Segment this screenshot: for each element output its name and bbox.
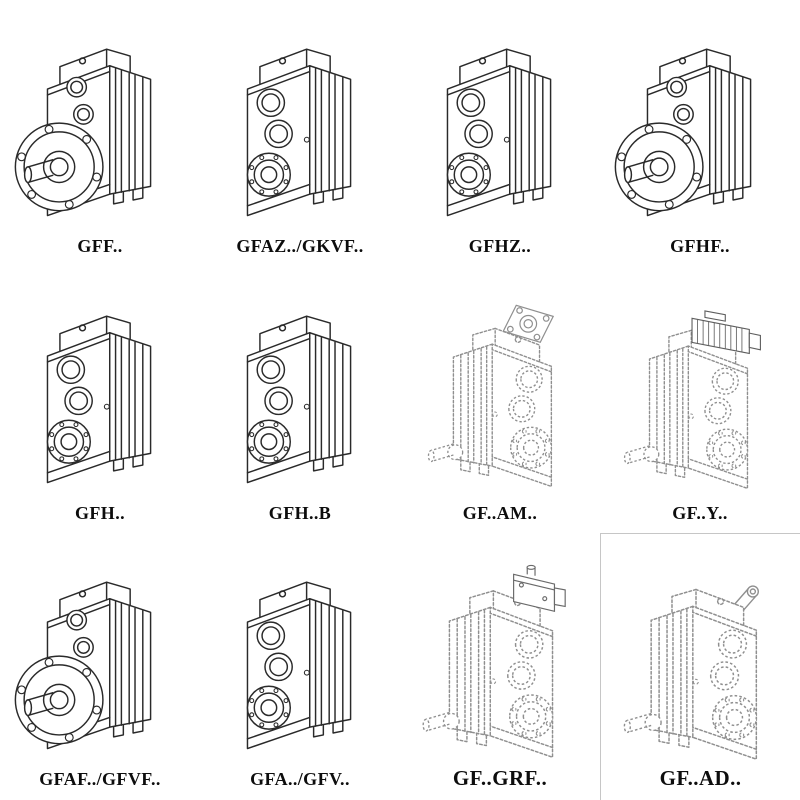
hollow-shaft-gearbox-drawing (212, 554, 388, 768)
flange-output-gearbox-drawing (12, 554, 188, 768)
model-label: GFAF../GFVF.. (39, 769, 161, 790)
flange-output-gearbox-drawing (12, 21, 188, 235)
catalog-cell-gfa-gfv: GFA../GFV.. (200, 533, 400, 800)
model-label: GFHZ.. (468, 235, 532, 256)
model-label: GFH.. (75, 502, 125, 523)
hollow-shaft-gearbox-drawing (12, 288, 188, 502)
model-label: GF..GRF.. (452, 765, 548, 790)
flange-output-gearbox-drawing (612, 21, 788, 235)
hollow-shaft-gearbox-drawing (212, 288, 388, 502)
catalog-cell-gf-ad: GF..AD.. (600, 533, 800, 800)
phantom-gearbox-input-flange-drawing (412, 288, 588, 502)
hollow-shaft-gearbox-drawing (412, 21, 588, 235)
model-label: GFF.. (77, 235, 123, 256)
catalog-cell-gf-y: GF..Y.. (600, 267, 800, 534)
catalog-cell-gfaz-gkvf: GFAZ../GKVF.. (200, 0, 400, 267)
catalog-cell-gff: GFF.. (0, 0, 200, 267)
catalog-cell-gfh: GFH.. (0, 267, 200, 534)
catalog-cell-gf-grf: GF..GRF.. (400, 533, 600, 800)
model-label: GF..Y.. (672, 502, 728, 523)
model-label: GF..AM.. (462, 502, 538, 523)
hollow-shaft-gearbox-drawing (212, 21, 388, 235)
catalog-cell-gfhf: GFHF.. (600, 0, 800, 267)
model-label: GF..AD.. (659, 765, 742, 790)
catalog-cell-gfhz: GFHZ.. (400, 0, 600, 267)
catalog-cell-gfaf-gfvf: GFAF../GFVF.. (0, 533, 200, 800)
phantom-gearbox-with-adapter-drawing (412, 551, 588, 765)
model-label: GFA../GFV.. (250, 769, 350, 790)
model-label: GFAZ../GKVF.. (236, 235, 364, 256)
model-label: GFHF.. (670, 235, 730, 256)
catalog-cell-gfh-b: GFH..B (200, 267, 400, 534)
phantom-gearbox-with-motor-drawing (612, 288, 788, 502)
phantom-gearbox-input-shaft-drawing (613, 551, 789, 765)
model-label: GFH..B (268, 502, 332, 523)
catalog-cell-gf-am: GF..AM.. (400, 267, 600, 534)
